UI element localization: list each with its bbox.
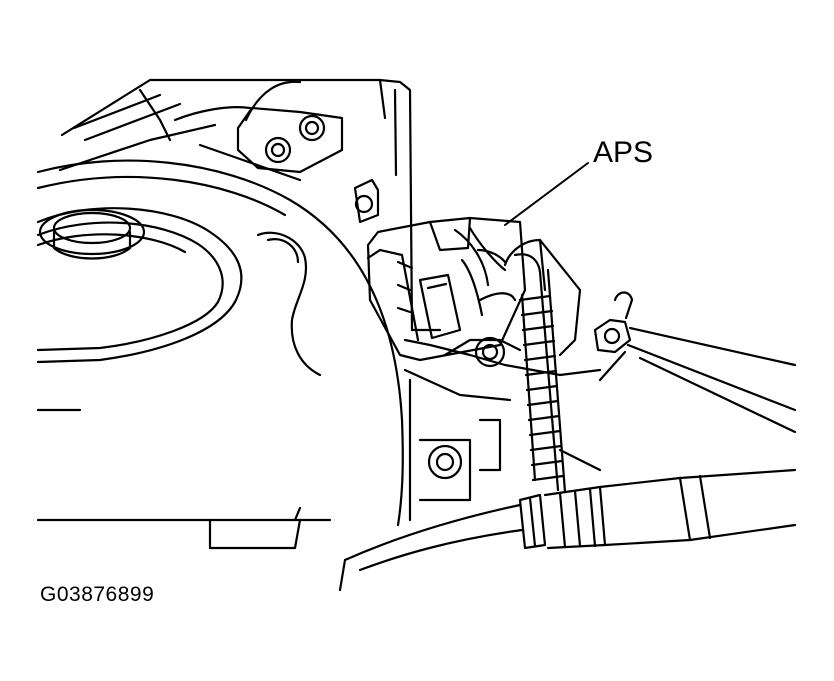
upper-bracket [236, 80, 344, 174]
figure-code: G03876899 [40, 583, 155, 606]
lower-fitting [338, 418, 797, 592]
cable-line [593, 291, 797, 434]
wire-harness [503, 238, 582, 494]
aps-sensor [366, 216, 527, 362]
strut-tower [36, 159, 404, 550]
body-panel [58, 78, 442, 332]
aps-callout: APS [504, 136, 653, 226]
sensor-bracket [353, 178, 602, 522]
aps-label: APS [593, 136, 653, 169]
